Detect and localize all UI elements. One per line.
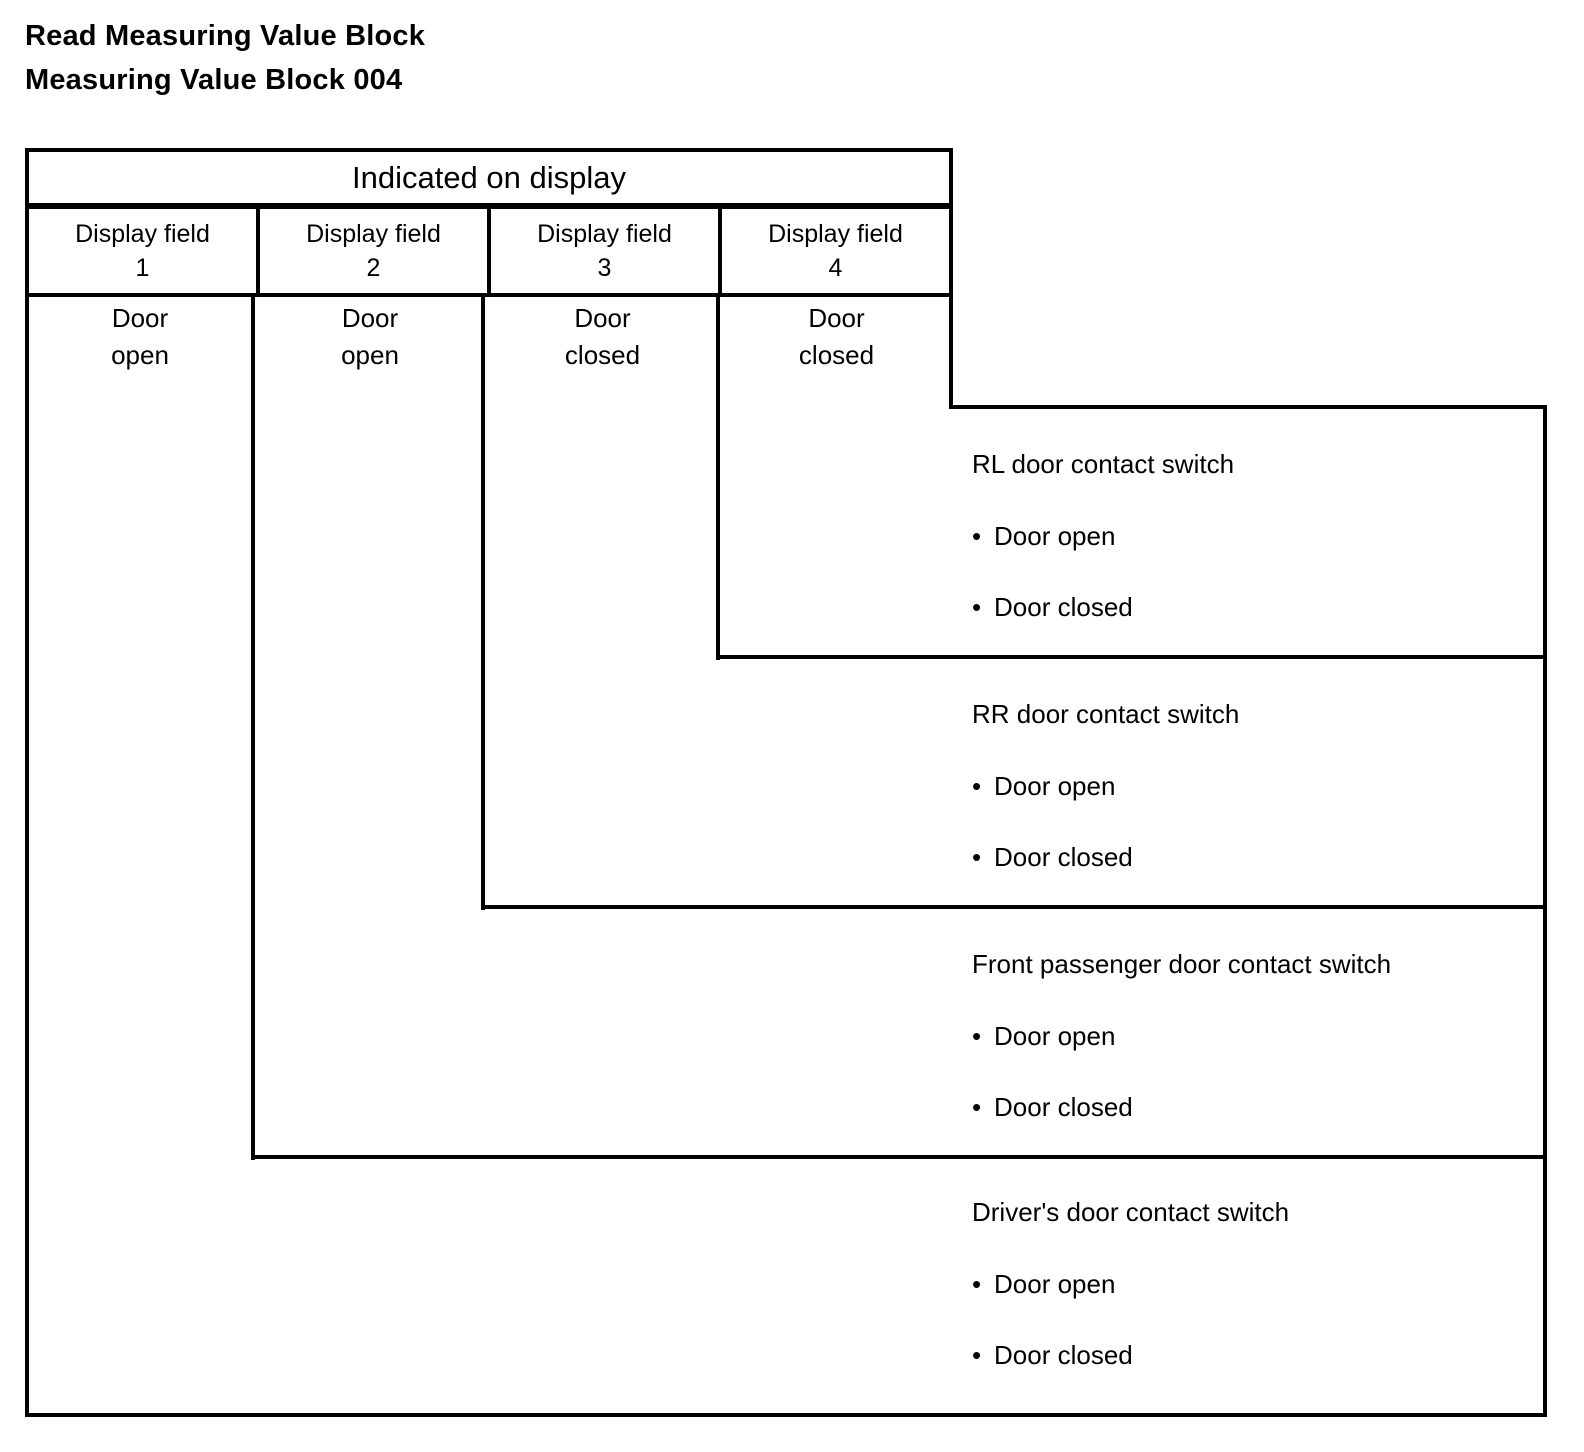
bullet-dot-icon: •	[972, 1269, 982, 1299]
table-header-cell-2-label: Display field	[306, 220, 441, 248]
table-header-cell-2: Display field 2	[256, 209, 487, 293]
table-value-cell-4: Door closed	[724, 300, 949, 374]
panel-drivers-bullet-1: • Door closed	[972, 1340, 1133, 1370]
table-header-cell-1-index: 1	[135, 254, 150, 282]
panel-rr-bullet-0-label: Door open	[994, 771, 1116, 801]
table-value-cell-1: Door open	[29, 300, 251, 374]
panel-2-top-edge	[481, 905, 1547, 909]
column-divider-outer-right	[949, 297, 953, 409]
panel-rl-bullet-1-label: Door closed	[994, 592, 1133, 622]
panel-rr-title: RR door contact switch	[972, 699, 1240, 729]
panel-front-passenger-bullet-0-label: Door open	[994, 1021, 1116, 1051]
table-header-cell-1: Display field 1	[29, 209, 256, 293]
table-header-cell-3: Display field 3	[487, 209, 718, 293]
table-value-cell-4-line-1: Door	[808, 303, 865, 333]
table-value-cell-3: Door closed	[489, 300, 716, 374]
table-value-cell-2-line-1: Door	[341, 303, 399, 333]
table-header-cell-3-label: Display field	[537, 220, 672, 248]
panel-drivers-door-contact-switch: Driver's door contact switch • Door open…	[25, 1155, 1547, 1417]
bullet-dot-icon: •	[972, 521, 982, 551]
table-value-cell-2-line-2: open	[341, 340, 399, 370]
panel-drivers-title: Driver's door contact switch	[972, 1197, 1290, 1227]
column-divider-1	[251, 297, 255, 1160]
table-header-cell-4-label: Display field	[768, 220, 903, 248]
panel-rl-bullet-0: • Door open	[972, 521, 1115, 551]
panel-rl-bullet-0-label: Door open	[994, 521, 1116, 551]
panel-front-passenger-title: Front passenger door contact switch	[972, 949, 1392, 979]
table-value-cell-1-line-2: open	[111, 340, 169, 370]
table-header-cell-1-label: Display field	[75, 220, 210, 248]
page-title: Read Measuring Value Block Measuring Val…	[25, 14, 925, 102]
panel-0-top-edge	[949, 405, 1547, 409]
table-value-cell-3-line-1: Door	[574, 303, 631, 333]
panel-drivers-bullet-0: • Door open	[972, 1269, 1115, 1299]
panel-front-passenger-bullet-1-label: Door closed	[994, 1092, 1133, 1122]
bullet-dot-icon: •	[972, 1340, 982, 1370]
page-title-line-1: Read Measuring Value Block	[25, 20, 426, 52]
panel-rr-bullet-0: • Door open	[972, 771, 1115, 801]
table-value-cell-1-line-1: Door	[111, 303, 169, 333]
table-group-header-cell: Indicated on display	[25, 148, 953, 207]
table-value-cell-4-line-2: closed	[798, 340, 875, 370]
panel-1-top-edge	[716, 655, 1547, 659]
table-header-cell-3-index: 3	[597, 254, 612, 282]
table-header-cell-2-index: 2	[366, 254, 381, 282]
panel-3-top-edge	[251, 1155, 1547, 1159]
table-header-cell-4-index: 4	[828, 254, 843, 282]
bullet-dot-icon: •	[972, 1092, 982, 1122]
bullet-dot-icon: •	[972, 842, 982, 872]
bullet-dot-icon: •	[972, 771, 982, 801]
panel-rr-bullet-1-label: Door closed	[994, 842, 1133, 872]
diagram-outer-right-edge	[1543, 405, 1547, 1417]
column-divider-outer-left	[25, 297, 29, 1417]
panel-front-passenger-bullet-1: • Door closed	[972, 1092, 1133, 1122]
page-title-line-2: Measuring Value Block 004	[25, 64, 403, 96]
panel-front-passenger-bullet-0: • Door open	[972, 1021, 1115, 1051]
table-value-cell-3-line-2: closed	[564, 340, 641, 370]
column-divider-2	[481, 297, 485, 910]
panel-rl-title: RL door contact switch	[972, 449, 1235, 479]
panel-drivers-bullet-0-label: Door open	[994, 1269, 1116, 1299]
panel-front-passenger-door-contact-switch: Front passenger door contact switch • Do…	[255, 905, 1547, 1155]
diagram-bottom-edge	[25, 1413, 1547, 1417]
panel-rl-bullet-1: • Door closed	[972, 592, 1133, 622]
table-header-cell-4: Display field 4	[718, 209, 949, 293]
table-group-header-label: Indicated on display	[351, 159, 627, 195]
bullet-dot-icon: •	[972, 1021, 982, 1051]
panel-rr-door-contact-switch: RR door contact switch • Door open • Doo…	[485, 655, 1547, 905]
table-value-cell-2: Door open	[259, 300, 481, 374]
column-divider-3	[716, 297, 720, 660]
bullet-dot-icon: •	[972, 592, 982, 622]
panel-drivers-bullet-1-label: Door closed	[994, 1340, 1133, 1370]
panel-rl-door-contact-switch: RL door contact switch • Door open • Doo…	[720, 405, 1547, 655]
table-header-row: Display field 1 Display field 2 Display …	[25, 205, 953, 297]
panel-rr-bullet-1: • Door closed	[972, 842, 1133, 872]
